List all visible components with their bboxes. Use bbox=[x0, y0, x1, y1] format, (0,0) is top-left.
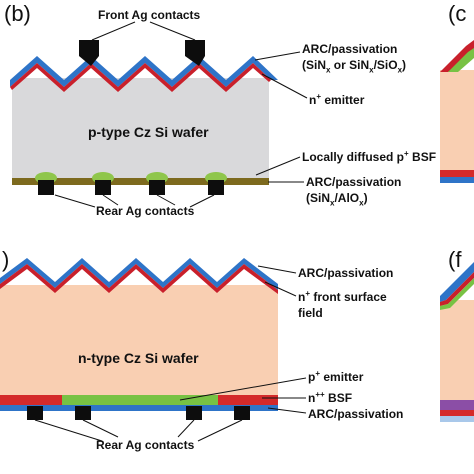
panel-c-red-bottom bbox=[440, 170, 474, 177]
panel-f-top-blue bbox=[440, 262, 474, 302]
panel-b-leader-rear-1 bbox=[54, 194, 96, 208]
panel-f-top-green bbox=[440, 278, 474, 310]
panel-e-bsf-left bbox=[0, 395, 62, 405]
panel-b-front-contact-2 bbox=[185, 40, 205, 56]
panel-b-rear-layer bbox=[12, 178, 269, 185]
panel-f-drawing bbox=[440, 262, 474, 422]
panel-b-emitter-layer bbox=[10, 63, 271, 92]
panel-b-leader-rear-2 bbox=[102, 194, 119, 206]
panel-e-rear-contact-3 bbox=[186, 406, 202, 420]
panel-e-emitter-label: p+ emitter bbox=[308, 369, 364, 385]
panel-b-rear-arc-label-line1: ARC/passivation bbox=[306, 175, 402, 189]
panel-e-rear-contact-4 bbox=[234, 406, 250, 420]
panel-e-emitter bbox=[62, 395, 218, 405]
panel-e-fsf-label-line1: n+ front surface bbox=[298, 289, 387, 305]
panel-b-rear-contact-4 bbox=[208, 180, 224, 195]
panel-e-leader-rear-4 bbox=[197, 419, 243, 442]
panel-c-letter: (c bbox=[448, 1, 467, 26]
panel-b-arc-label-line1: ARC/passivation bbox=[302, 42, 398, 56]
panel-b-rear-contact-3 bbox=[149, 180, 165, 195]
panel-c-wafer bbox=[440, 70, 474, 170]
panel-e-rear-arc bbox=[0, 405, 278, 411]
panel-b-front-contact-1 bbox=[79, 40, 99, 56]
panel-b-rear-contact-1 bbox=[38, 180, 54, 195]
panel-b-arc-layer bbox=[10, 56, 278, 87]
panel-e-leader-rear-1 bbox=[34, 419, 103, 442]
panel-b-leader-rear-4 bbox=[189, 194, 215, 208]
panel-f-red-bottom bbox=[440, 410, 474, 416]
panel-e-rear-contact-1 bbox=[27, 406, 43, 420]
panel-c-green-layer bbox=[448, 48, 474, 72]
panel-e-fsf-label-line2: field bbox=[298, 306, 323, 320]
panel-f-purple-bottom bbox=[440, 400, 474, 410]
panel-e-arc-layer bbox=[0, 258, 278, 290]
panel-e-rear-contact-2 bbox=[75, 406, 91, 420]
panel-e-fsf-layer bbox=[0, 264, 278, 294]
panel-c-drawing bbox=[440, 40, 474, 183]
panel-e-rear-contacts-label: Rear Ag contacts bbox=[96, 438, 195, 452]
panel-e-leader-emitter bbox=[179, 377, 307, 401]
panel-e-letter: ) bbox=[2, 247, 10, 272]
panel-b-rear-arc-label-line2: (SiNx/AlOx) bbox=[306, 191, 368, 208]
panel-c-arc-layer bbox=[440, 40, 474, 72]
panel-b-emitter-label: n+ emitter bbox=[309, 92, 365, 108]
panel-f-wafer bbox=[440, 300, 474, 400]
panel-e-leader-rear-2 bbox=[82, 419, 119, 438]
panel-b-leader-rear-3 bbox=[156, 194, 176, 206]
panel-b-leader-arc bbox=[254, 51, 301, 61]
panel-b-front-contact-2-tip bbox=[185, 56, 205, 66]
panel-b-rear-contact-2 bbox=[95, 180, 111, 195]
panel-e-leader-fsf bbox=[264, 281, 297, 297]
panel-b-leader-front-1 bbox=[91, 21, 136, 41]
panel-e-leader-rear-arc bbox=[267, 407, 307, 414]
panel-e-wafer-label: n-type Cz Si wafer bbox=[78, 350, 199, 366]
panel-b-leader-bsf bbox=[255, 156, 301, 176]
panel-e-drawing bbox=[0, 258, 307, 442]
panel-b-bsf-label: Locally diffused p+ BSF bbox=[302, 149, 437, 165]
panel-e-bsf-right bbox=[218, 395, 278, 405]
panel-b-wafer bbox=[12, 78, 269, 178]
panel-e-leader-rear-3 bbox=[177, 419, 195, 438]
panel-e-leader-arc bbox=[257, 265, 297, 274]
panel-b-front-contact-1-tip bbox=[79, 56, 99, 66]
panel-b-letter: (b) bbox=[4, 1, 31, 26]
panel-b-leader-front-2 bbox=[149, 21, 196, 41]
panel-b-leader-emitter bbox=[261, 73, 308, 99]
panel-f-top-red bbox=[440, 272, 474, 306]
panel-c-blue-bottom bbox=[440, 177, 474, 183]
panel-b-wafer-label: p-type Cz Si wafer bbox=[88, 124, 209, 140]
panel-f-lightblue-bottom bbox=[440, 416, 474, 422]
panel-b-arc-label-line2: (SiNx or SiNx/SiOx) bbox=[302, 58, 407, 75]
panel-b-drawing bbox=[10, 21, 308, 208]
panel-f-letter: (f bbox=[448, 247, 462, 272]
panel-e-bsf-label: n++ BSF bbox=[308, 390, 353, 406]
panel-e-arc-label: ARC/passivation bbox=[298, 266, 394, 280]
panel-e-wafer bbox=[0, 285, 278, 395]
panel-b-front-contacts-label: Front Ag contacts bbox=[98, 8, 201, 22]
panel-e-rear-arc-label: ARC/passivation bbox=[308, 407, 404, 421]
panel-b-rear-contacts-label: Rear Ag contacts bbox=[96, 204, 195, 218]
